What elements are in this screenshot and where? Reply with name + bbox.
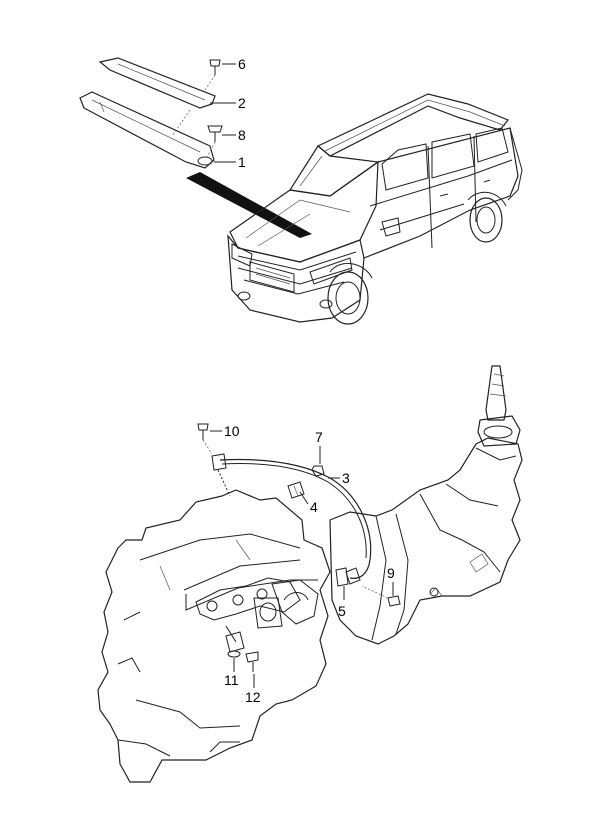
callout-9: 9 [387, 565, 395, 581]
callout-11: 11 [224, 672, 239, 688]
leader-4 [299, 491, 309, 505]
cable-connector-top [211, 453, 231, 497]
clip-part-4 [287, 481, 305, 499]
engine-cover-upper [98, 57, 216, 109]
bracket-part-5 [335, 567, 349, 587]
sensor-part-11 [225, 631, 245, 658]
callout-4: 4 [310, 499, 318, 515]
engine-block-illustration [97, 489, 331, 783]
callout-12: 12 [245, 689, 261, 705]
callout-2: 2 [238, 95, 246, 111]
bolt-part-10 [197, 423, 213, 455]
transmission-illustration [329, 365, 523, 645]
grommet-part-1 [197, 156, 213, 166]
nut-part-7 [311, 465, 325, 477]
bolt-part-6 [209, 59, 221, 75]
callout-8: 8 [238, 127, 246, 143]
bolt-part-9 [361, 585, 401, 607]
callout-10: 10 [224, 423, 240, 439]
callout-7: 7 [315, 429, 323, 445]
callout-1: 1 [238, 154, 246, 170]
callout-3: 3 [342, 470, 350, 486]
bolt-part-12 [245, 651, 259, 672]
cable-connector-bottom [345, 567, 361, 585]
location-arrow [186, 172, 312, 238]
engine-cover-lower [79, 91, 215, 169]
vehicle-illustration [227, 93, 523, 325]
sensor-cable-part-3 [219, 458, 372, 579]
bolt-part-8 [207, 125, 223, 142]
callout-6: 6 [238, 56, 246, 72]
callout-5: 5 [338, 603, 346, 619]
